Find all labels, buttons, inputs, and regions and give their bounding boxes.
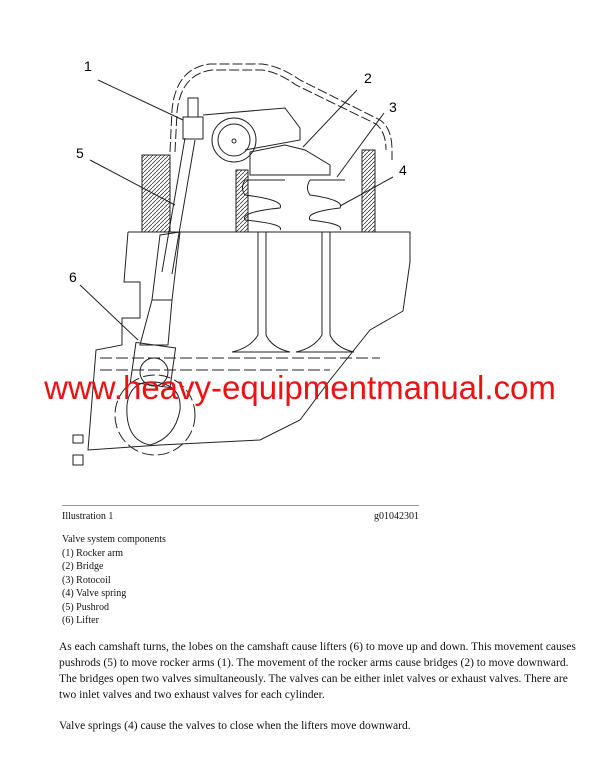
component-item: (6) Lifter <box>62 615 99 626</box>
component-list-title: Valve system components <box>62 534 166 545</box>
component-item: (4) Valve spring <box>62 588 127 599</box>
engine-cross-section-drawing <box>72 63 411 466</box>
illustration-label: Illustration 1 <box>62 511 114 522</box>
callout-3: 3 <box>389 99 397 115</box>
body-text: As each camshaft turns, the lobes on the… <box>59 639 579 749</box>
valve-system-illustration: 1 2 3 4 5 6 www.heavy-equipmentmanual.co… <box>44 58 556 466</box>
callout-1: 1 <box>84 58 92 74</box>
paragraph-operation: As each camshaft turns, the lobes on the… <box>59 641 576 701</box>
component-item: (3) Rotocoil <box>62 574 111 586</box>
component-item: (2) Bridge <box>62 561 104 572</box>
callout-4: 4 <box>399 162 407 178</box>
callout-6: 6 <box>69 269 77 285</box>
callout-5: 5 <box>76 145 84 161</box>
callout-2: 2 <box>364 70 372 86</box>
illustration-id: g01042301 <box>374 511 419 522</box>
component-item: (1) Rocker arm <box>62 547 124 559</box>
component-list: Valve system components (1) Rocker arm (… <box>62 533 166 628</box>
watermark-url: www.heavy-equipmentmanual.com <box>44 369 556 406</box>
paragraph-valve-springs: Valve springs (4) cause the valves to cl… <box>59 720 411 732</box>
component-item: (5) Pushrod <box>62 601 109 613</box>
caption-divider <box>62 505 419 506</box>
